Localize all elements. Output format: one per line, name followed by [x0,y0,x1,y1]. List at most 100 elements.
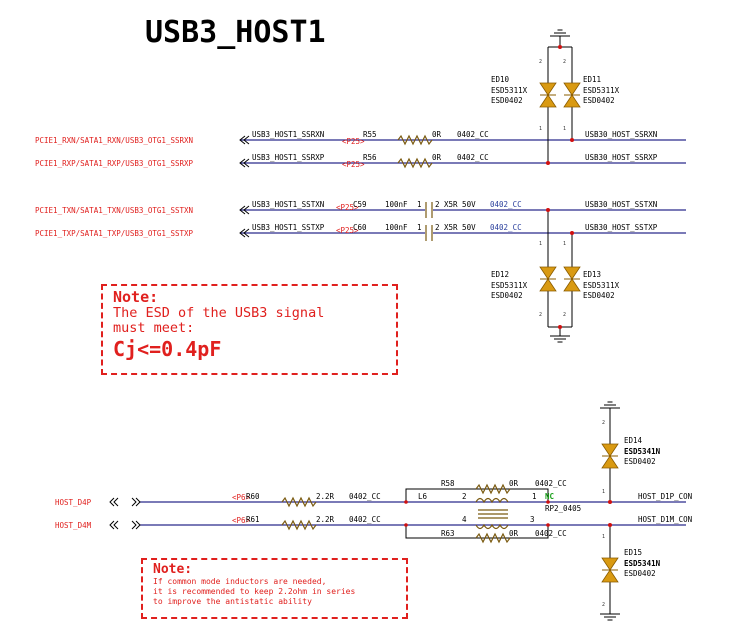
note-esd-requirement: Note: The ESD of the USB3 signal must me… [101,284,398,375]
net-left-sstxp: PCIE1_TXP/SATA1_TXP/USB3_OTG1_SSTXP [35,229,194,238]
page-ref-ssrxn: <P25> [342,137,365,146]
r60-pkg: 0402_CC [349,492,381,501]
r60-value: 2.2R [316,492,335,501]
ed11-ref: ED11 [583,75,601,84]
junction-l6-b [546,500,550,504]
r63-pkg: 0402_CC [535,529,567,538]
junction-l6-d [546,523,550,527]
junction-top [558,45,562,49]
l6-pin4: 4 [462,515,467,524]
page-ref-d4p: <P6> [232,493,251,502]
resistor-r58 [475,483,511,495]
c59-value: 100nF [385,200,408,209]
ed14-pin2: 2 [602,420,605,426]
esd-diode-ed14 [601,443,619,469]
l6-nc: NC [545,492,554,501]
esd-diode-ed11 [563,82,581,108]
ed12-pkg: ESD0402 [491,291,523,300]
ed15-ref: ED15 [624,548,642,557]
resistor-r63 [475,532,511,544]
c59-pin2: 2 [435,200,440,209]
ed12-pin1: 1 [539,241,542,247]
page-ref-sstxp: <P25> [336,226,359,235]
net-left-d4p: HOST_D4P [55,498,92,507]
r63-ref: R63 [441,529,455,538]
ed14-part: ESD5341N [624,447,661,456]
net-right-d1p: HOST_D1P_CON [638,492,692,501]
ed12-ref: ED12 [491,270,509,279]
esd-diode-ed10 [539,82,557,108]
r56-ref: R56 [363,153,377,162]
inductor-l6 [475,497,509,530]
net-mid-sstxp: USB3_HOST1_SSTXP [252,223,325,232]
r55-value: 0R [432,130,442,139]
junction-ssrxp [546,161,550,165]
ed13-ref: ED13 [583,270,601,279]
l6-pin3: 3 [530,515,535,524]
junction-ed14 [608,500,612,504]
ed10-pin2: 2 [539,59,542,65]
ed12-pin2: 2 [539,312,542,318]
net-mid-ssrxp: USB3_HOST1_SSRXP [252,153,325,162]
c60-pin2: 2 [435,223,440,232]
r63-value: 0R [509,529,519,538]
net-left-sstxn: PCIE1_TXN/SATA1_TXN/USB3_OTG1_SSTXN [35,206,193,215]
ed11-pin1: 1 [563,126,566,132]
ed10-pkg: ESD0402 [491,96,523,105]
ed13-pin2: 2 [563,312,566,318]
l6-ref: L6 [418,492,428,501]
junction-ed15 [608,523,612,527]
net-mid-sstxn: USB3_HOST1_SSTXN [252,200,324,209]
esd-diode-ed12 [539,266,557,292]
ed14-pin1: 1 [602,489,605,495]
ed11-pin2: 2 [563,59,566,65]
r58-ref: R58 [441,479,455,488]
l6-pin2: 2 [462,492,467,501]
sheet-title: USB3_HOST1 [145,15,326,50]
net-right-sstxp: USB30_HOST_SSTXP [585,223,658,232]
net-right-ssrxp: USB30_HOST_SSRXP [585,153,658,162]
junction-ssrxn [570,138,574,142]
note2-line1: If common mode inductors are needed, [153,577,327,586]
c60-pkg: 0402_CC [490,223,522,232]
c59-pkg: 0402_CC [490,200,522,209]
note1-line3: Cj<=0.4pF [113,337,222,361]
ed14-pkg: ESD0402 [624,457,656,466]
net-left-ssrxp: PCIE1_RXP/SATA1_RXP/USB3_OTG1_SSRXP [35,159,194,168]
bypass-wiring [405,488,549,539]
ed11-pkg: ESD0402 [583,96,615,105]
offpage-arrows-bottom [109,497,141,530]
l6-pkg: RP2_0405 [545,504,581,513]
net-mid-ssrxn: USB3_HOST1_SSRXN [252,130,324,139]
ed10-part: ESD5311X [491,86,528,95]
l6-pin1: 1 [532,492,537,501]
ed13-pkg: ESD0402 [583,291,615,300]
esd-diode-ed13 [563,266,581,292]
c60-ref: C60 [353,223,367,232]
offpage-arrows-top [239,135,250,238]
capacitor-c59 [425,202,433,218]
ed13-pin1: 1 [563,241,566,247]
resistor-r60 [281,496,317,508]
c59-spec: X5R 50V [444,200,476,209]
r56-value: 0R [432,153,442,162]
net-left-d4m: HOST_D4M [55,521,92,530]
junction-sstxp [570,231,574,235]
ed10-pin1: 1 [539,126,542,132]
resistor-r61 [281,519,317,531]
r61-ref: R61 [246,515,260,524]
junction-mid [558,325,562,329]
c59-pin1: 1 [417,200,422,209]
resistor-r55 [397,134,433,146]
net-left-ssrxn: PCIE1_RXN/SATA1_RXN/USB3_OTG1_SSRXN [35,136,193,145]
note1-title: Note: [113,288,159,306]
junction-sstxn [546,208,550,212]
note1-line2: must meet: [113,320,195,336]
c60-value: 100nF [385,223,408,232]
ed15-pin1: 1 [602,534,605,540]
note-common-mode: Note: If common mode inductors are neede… [141,558,408,619]
ed13-part: ESD5311X [583,281,620,290]
resistor-r56 [397,157,433,169]
ground-symbol-ed15 [599,613,621,621]
r58-value: 0R [509,479,519,488]
